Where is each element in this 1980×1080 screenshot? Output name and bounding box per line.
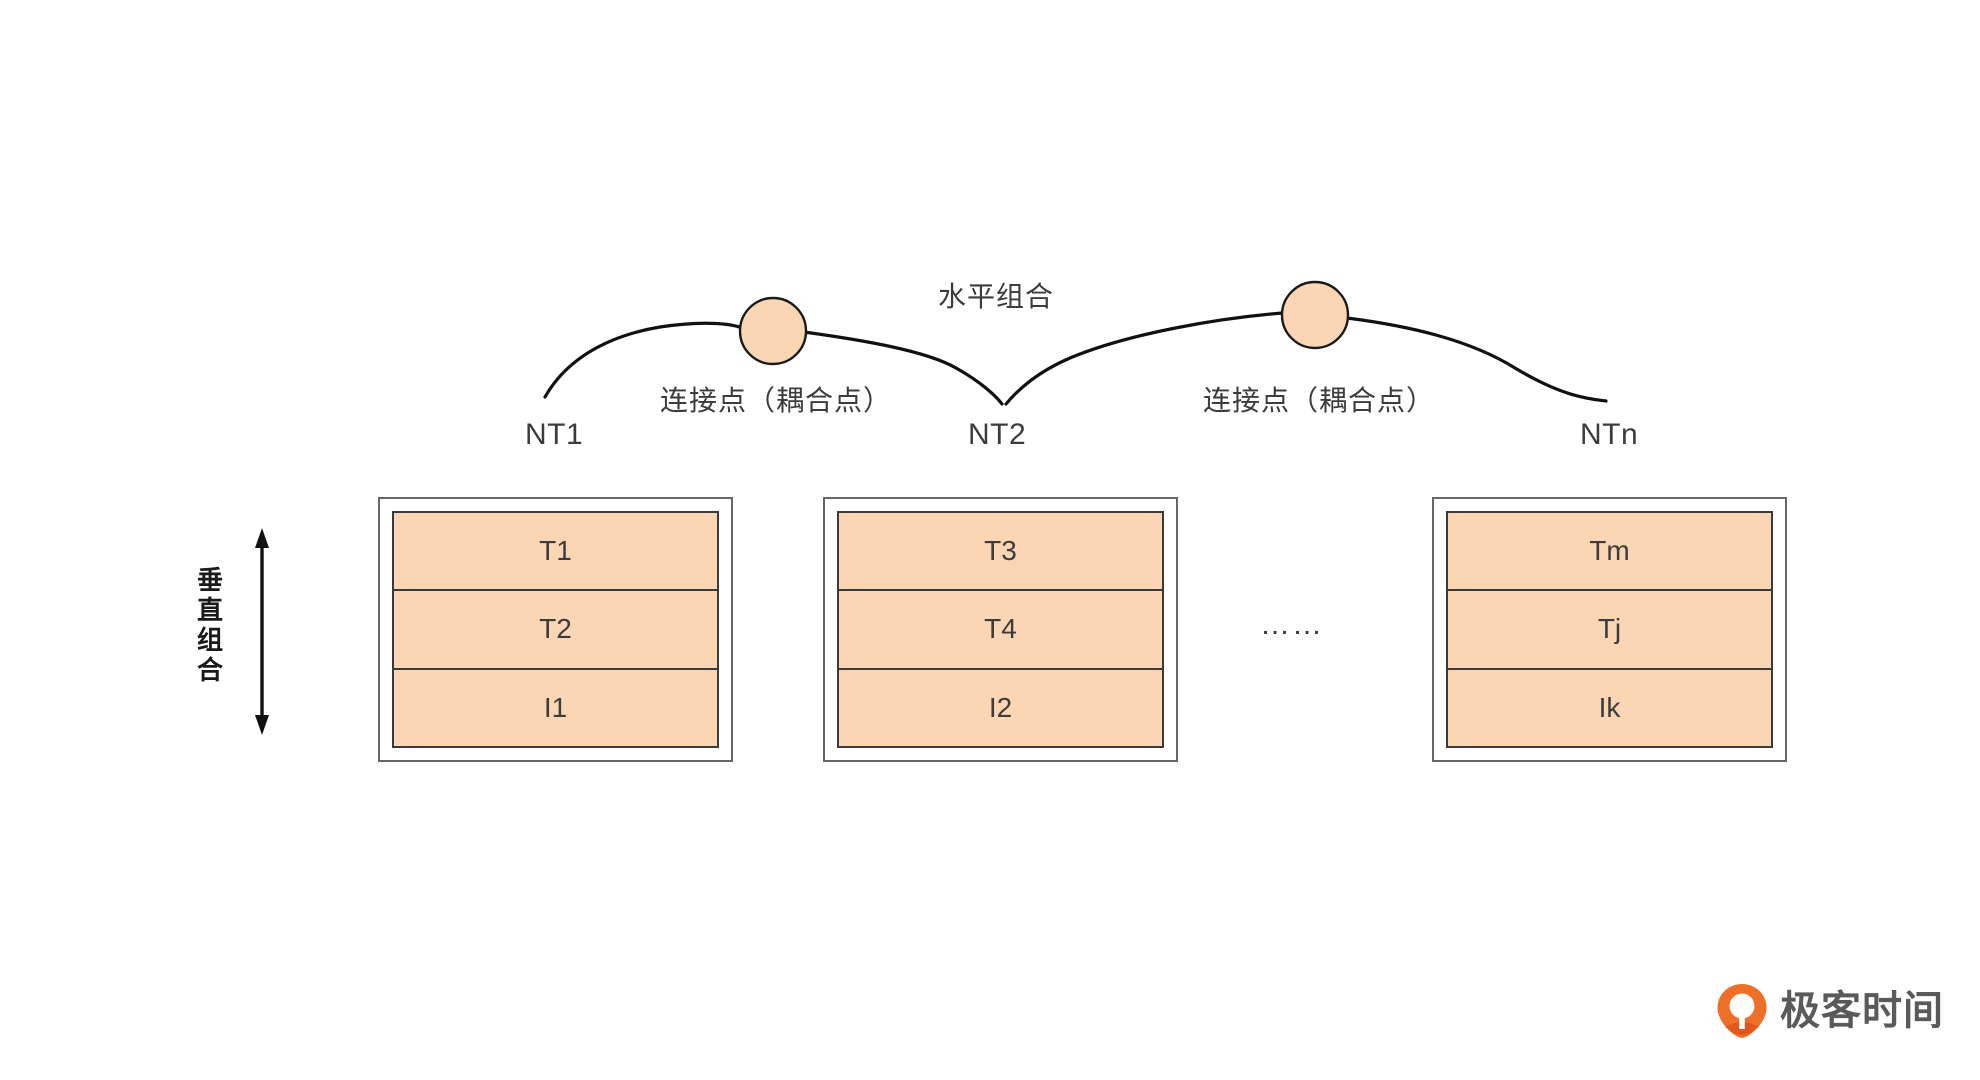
group-1-cell-3: I1 bbox=[394, 669, 717, 746]
node-label-nt1: NT1 bbox=[525, 418, 584, 451]
node-label-nt2: NT2 bbox=[968, 418, 1027, 451]
vertical-composition-char-1: 垂 bbox=[196, 565, 223, 595]
group-2-cell-3: I2 bbox=[839, 669, 1162, 746]
group-1-cell-1: T1 bbox=[394, 513, 717, 592]
vertical-composition-char-4: 合 bbox=[196, 655, 223, 685]
horizontal-composition-label: 水平组合 bbox=[938, 281, 1055, 312]
coupling-point-label-left: 连接点（耦合点） bbox=[660, 385, 893, 416]
coupling-point-1-circle bbox=[738, 296, 808, 366]
node-label-ntn: NTn bbox=[1580, 418, 1639, 451]
coupling-point-2-circle bbox=[1280, 280, 1350, 350]
brand-name: 极客时间 bbox=[1780, 989, 1944, 1033]
group-3-cell-3: Ik bbox=[1448, 669, 1771, 746]
vertical-composition-char-3: 组 bbox=[196, 625, 223, 655]
node-group-ntn: Tm Tj Ik bbox=[1432, 497, 1787, 762]
group-3-cell-1: Tm bbox=[1448, 513, 1771, 592]
ellipsis-separator: …… bbox=[1260, 608, 1324, 641]
vertical-composition-char-2: 直 bbox=[196, 595, 223, 625]
group-2-cell-2: T4 bbox=[839, 591, 1162, 670]
node-group-nt2-inner: T3 T4 I2 bbox=[837, 511, 1164, 748]
group-2-cell-1: T3 bbox=[839, 513, 1162, 592]
geekbang-pin-icon bbox=[1716, 983, 1768, 1039]
node-group-nt1-inner: T1 T2 I1 bbox=[392, 511, 719, 748]
group-1-cell-2: T2 bbox=[394, 591, 717, 670]
group-3-cell-2: Tj bbox=[1448, 591, 1771, 670]
brand-logo: 极客时间 bbox=[1716, 983, 1944, 1039]
vertical-composition-label: 垂 直 组 合 bbox=[195, 565, 225, 685]
node-group-nt2: T3 T4 I2 bbox=[823, 497, 1178, 762]
vertical-composition-arrow bbox=[255, 528, 269, 735]
node-group-ntn-inner: Tm Tj Ik bbox=[1446, 511, 1773, 748]
node-group-nt1: T1 T2 I1 bbox=[378, 497, 733, 762]
coupling-point-label-right: 连接点（耦合点） bbox=[1203, 385, 1436, 416]
